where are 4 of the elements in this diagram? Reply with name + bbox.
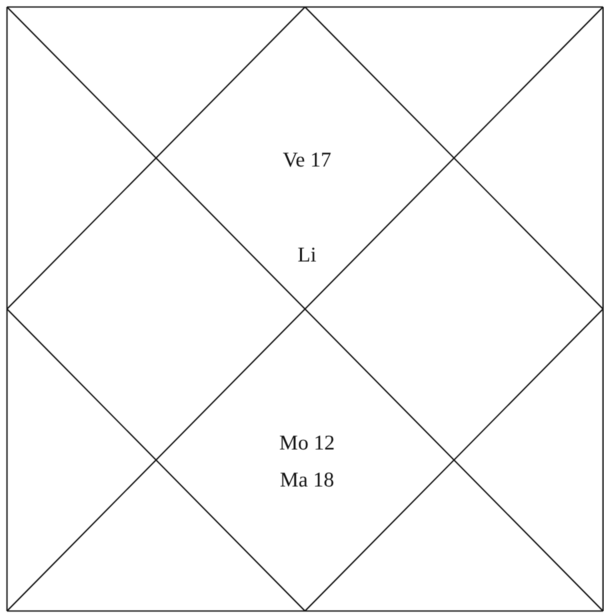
planet-label: Ma 18 bbox=[280, 468, 334, 492]
planet-label: Li bbox=[298, 243, 316, 267]
planet-label: Mo 12 bbox=[279, 431, 335, 455]
planet-label: Ve 17 bbox=[282, 148, 332, 172]
